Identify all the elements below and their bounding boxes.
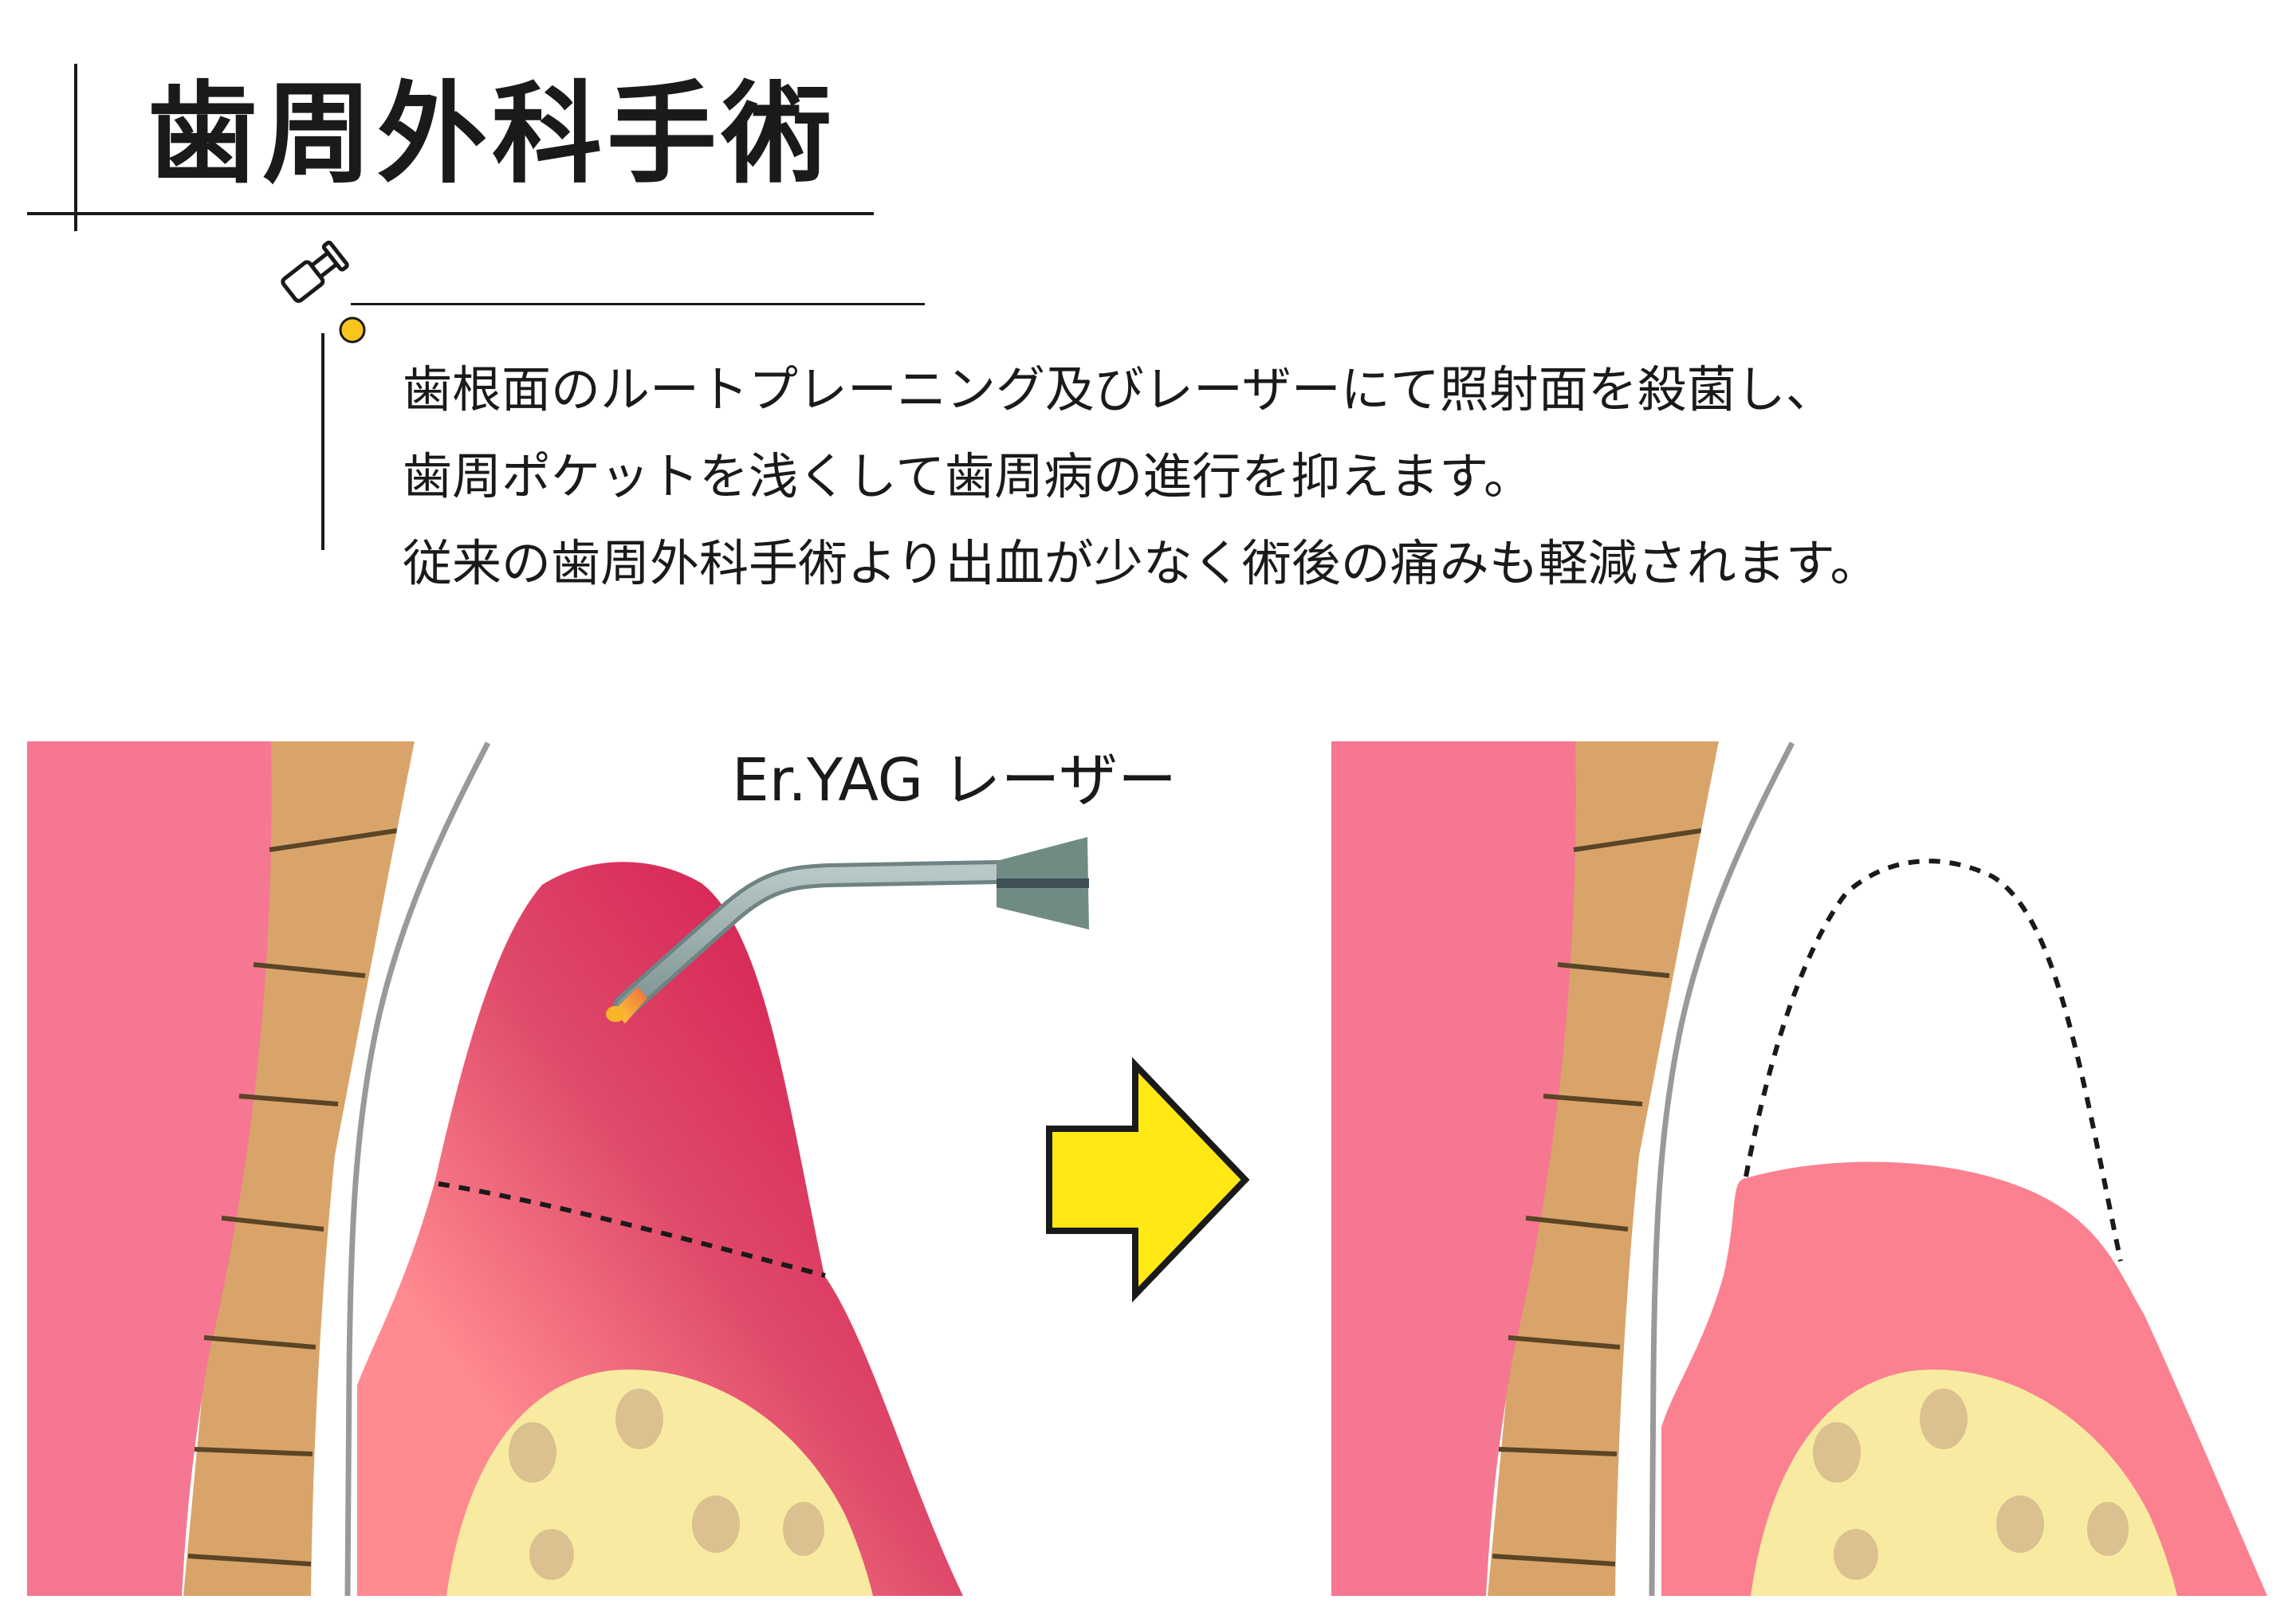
title-vertical-rule [74,64,77,231]
description-left-rule [321,333,324,550]
tooth-root [183,741,415,1596]
description-line-3: 従来の歯周外科手術より出血が少なく術後の痛みも軽減されます。 [403,534,1880,592]
gum-before [357,862,963,1596]
ligament-lines [187,828,398,1566]
laser-handpiece-icon [606,837,1089,1024]
tooth-root [1488,741,1719,1596]
description-top-rule [351,303,925,305]
tooth-outline [344,741,491,1596]
description-line-1: 歯根面のルートプレーニング及びレーザーにて照射面を殺菌し、 [403,360,1835,419]
bone-marrow-spots [509,1389,824,1580]
laser-label: Er.YAG レーザー [732,746,1177,815]
lip-tissue [27,741,272,1596]
title-horizontal-rule [27,212,874,215]
incision-line [438,1181,826,1278]
description-line-2: 歯周ポケットを浅くして歯周病の進行を抑えます。 [403,447,1533,505]
ligament-lines [1492,828,1702,1566]
page-title: 歯周外科手術 [147,70,837,198]
previous-gum-outline [1744,859,2123,1262]
bone-marrow-spots [1813,1389,2129,1580]
tooth-outline [1649,741,1795,1596]
tooth-surface [313,741,486,1596]
tooth-surface [1617,741,1791,1596]
lip-tissue [1331,741,1576,1596]
arrow-right-icon [1046,1057,1250,1303]
before-panel [27,741,965,1596]
after-panel [1331,741,2269,1596]
